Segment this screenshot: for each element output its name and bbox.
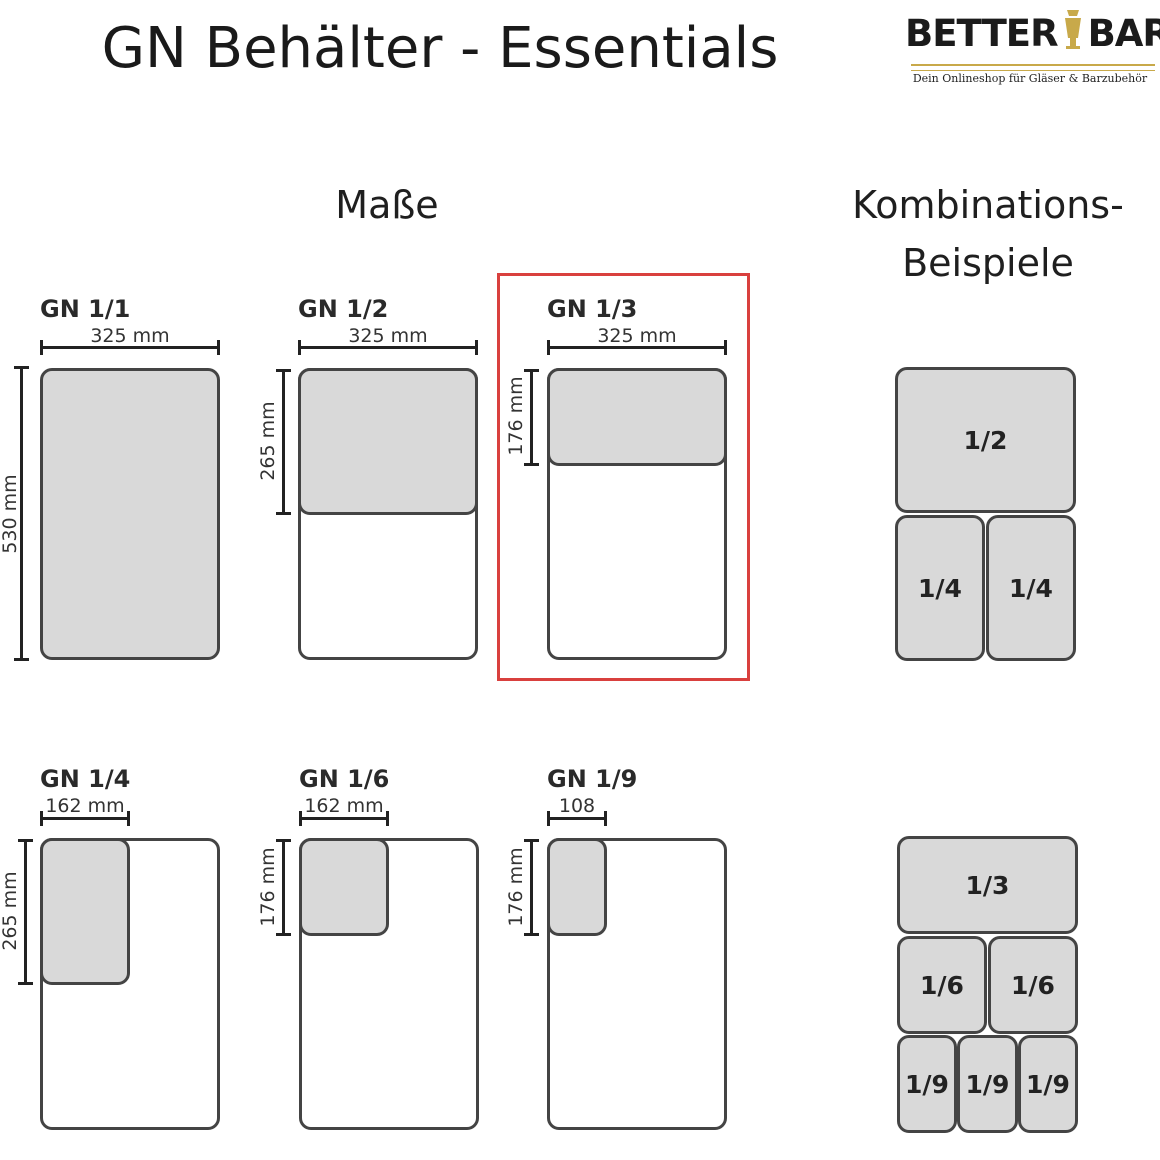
combo2-third-pan: 1/3 (897, 836, 1078, 934)
gn13-label: GN 1/3 (547, 295, 638, 323)
gn16-width-dimension-line (299, 811, 389, 826)
logo-tagline: Dein Onlineshop für Gläser & Barzubehör (912, 72, 1148, 85)
gn16-height-dimension-line (276, 839, 291, 936)
page-title: GN Behälter - Essentials (101, 16, 779, 81)
logo-underline (911, 64, 1155, 66)
gn11-container (40, 368, 220, 660)
combo2-sixth-pan-left: 1/6 (897, 936, 987, 1034)
gn16-height-label: 176 mm (257, 847, 279, 927)
combo2-ninth-pan-2: 1/9 (957, 1035, 1018, 1133)
better-bar-logo: BETTER BAR Dein Onlineshop für Gläser & B… (905, 6, 1160, 92)
gn19-width-label: 108 (558, 795, 596, 817)
logo-wordmark: BETTER BAR (905, 6, 1160, 62)
gn13-width-label: 325 mm (597, 325, 677, 347)
gn11-height-label: 530 mm (0, 474, 21, 554)
gn12-height-label: 265 mm (257, 401, 279, 481)
gn14-width-label: 162 mm (45, 795, 125, 817)
gn14-height-dimension-line (18, 839, 33, 985)
gn16-container (299, 838, 389, 936)
gn11-width-label: 325 mm (90, 325, 170, 347)
gn16-width-label: 162 mm (304, 795, 384, 817)
cocktail-shaker-icon (1058, 6, 1088, 62)
gn16-label: GN 1/6 (299, 765, 390, 793)
combos-heading-line1: Kombinations- (852, 183, 1124, 227)
logo-word-right: BAR (1087, 12, 1160, 55)
combo1-half-pan: 1/2 (895, 367, 1076, 513)
gn12-width-dimension-line (298, 340, 478, 355)
gn12-container (298, 368, 478, 515)
gn12-height-dimension-line (276, 369, 291, 515)
gn11-height-dimension-line (14, 366, 29, 661)
gn19-height-dimension-line (524, 839, 539, 936)
gn11-width-dimension-line (40, 340, 220, 355)
combo1-quarter-pan-right: 1/4 (986, 515, 1076, 661)
gn11-label: GN 1/1 (40, 295, 131, 323)
gn13-width-dimension-line (547, 340, 727, 355)
gn14-height-label: 265 mm (0, 871, 21, 951)
gn19-label: GN 1/9 (547, 765, 638, 793)
logo-underline-thin (911, 70, 1155, 71)
combo1-quarter-pan-left: 1/4 (895, 515, 985, 661)
gn13-height-dimension-line (524, 369, 539, 466)
combo2-sixth-pan-right: 1/6 (988, 936, 1078, 1034)
gn12-width-label: 325 mm (348, 325, 428, 347)
combos-heading-line2: Beispiele (902, 241, 1074, 285)
gn14-container (40, 838, 130, 985)
gn14-width-dimension-line (40, 811, 130, 826)
gn19-height-label: 176 mm (505, 847, 527, 927)
gn19-container (547, 838, 607, 936)
combo2-ninth-pan-3: 1/9 (1018, 1035, 1078, 1133)
gn13-container (547, 368, 727, 466)
logo-word-left: BETTER (905, 12, 1059, 55)
measures-heading: Maße (335, 183, 439, 227)
gn13-highlight-frame (497, 273, 750, 681)
gn13-height-label: 176 mm (505, 376, 527, 456)
gn19-width-dimension-line (547, 811, 607, 826)
combo2-ninth-pan-1: 1/9 (897, 1035, 957, 1133)
gn12-label: GN 1/2 (298, 295, 389, 323)
gn14-label: GN 1/4 (40, 765, 131, 793)
